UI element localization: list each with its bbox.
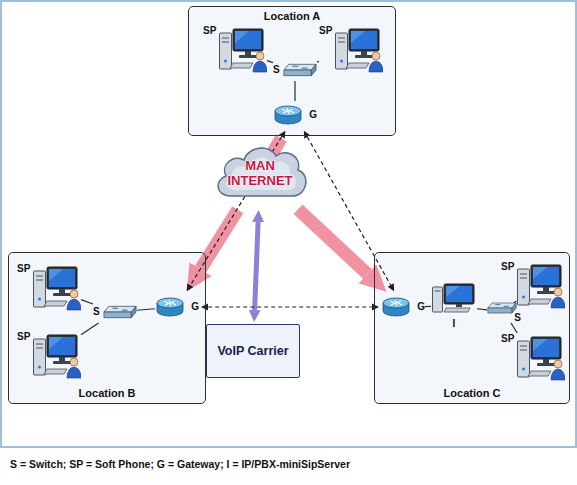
device-label: SP [319, 25, 332, 37]
device-label: SP [203, 25, 216, 37]
device-label: S [273, 64, 280, 76]
switch-icon [103, 304, 137, 320]
device-label: SP [17, 263, 30, 275]
device-label: S [93, 306, 100, 318]
device-label: SP [501, 333, 514, 345]
soft-phone-icon [33, 333, 81, 379]
soft-phone: SP [501, 333, 565, 383]
soft-phone-icon [517, 263, 565, 309]
location-box: SP SP S G Location B [8, 252, 206, 404]
switch: S [273, 59, 317, 81]
location-box: GISSPSPLocation C [374, 252, 570, 404]
switch-icon [283, 62, 317, 78]
location-heading: Location B [79, 387, 136, 400]
location-heading: Location C [444, 387, 501, 400]
soft-phone: SP [17, 263, 81, 313]
gateway: G [155, 293, 199, 321]
cable-line [267, 61, 273, 63]
soft-phone-icon [517, 335, 565, 381]
location-fill [375, 253, 569, 403]
tunnel-arrow [208, 306, 372, 307]
switch-icon [487, 301, 517, 315]
soft-phone: SP [203, 25, 267, 75]
soft-phone: SP [17, 331, 81, 381]
cable-line [317, 61, 319, 63]
pbx-server: I [431, 283, 477, 329]
cable-line [294, 81, 295, 101]
link-arrow [255, 222, 258, 310]
soft-phone-icon [33, 265, 81, 311]
device-label: S [514, 312, 521, 324]
cable-line [81, 300, 93, 304]
location-heading: Location A [264, 10, 320, 23]
device-label: G [309, 109, 317, 121]
soft-phone: SP [501, 261, 565, 311]
device-label: SP [17, 331, 30, 343]
gateway: G [273, 101, 317, 129]
switch: S [487, 301, 521, 323]
box-label: VoIP Carrier [217, 344, 288, 358]
cable-line [137, 309, 155, 310]
soft-phone: SP [319, 25, 383, 75]
device-label: G [417, 301, 425, 313]
cable-line [81, 323, 99, 335]
legend-note: S = Switch; SP = Soft Phone; G = Gateway… [10, 458, 350, 470]
device-label: SP [501, 261, 514, 273]
device-label: I [453, 318, 456, 330]
gateway-icon [155, 296, 185, 318]
cable-line [511, 323, 517, 333]
soft-phone-icon [335, 27, 383, 73]
pbx-server-icon [432, 283, 476, 313]
gateway: G [381, 293, 425, 321]
soft-phone-icon [219, 27, 267, 73]
device-label: G [191, 301, 199, 313]
gateway-icon [381, 296, 411, 318]
location-fill [189, 7, 395, 135]
link-arrow [298, 209, 367, 274]
location-box: SP SP S G Location A [188, 6, 396, 136]
cable-line [425, 306, 431, 307]
cable-line [477, 309, 487, 310]
switch: S [93, 301, 137, 323]
carrier-box: VoIP Carrier [206, 324, 300, 378]
tunnel-arrow [307, 137, 390, 285]
gateway-icon [273, 104, 303, 126]
location-fill [9, 253, 205, 403]
internet-cloud: MAN INTERNET [210, 140, 310, 208]
cloud-label: MAN INTERNET [227, 159, 293, 189]
page-frame [1, 1, 576, 447]
